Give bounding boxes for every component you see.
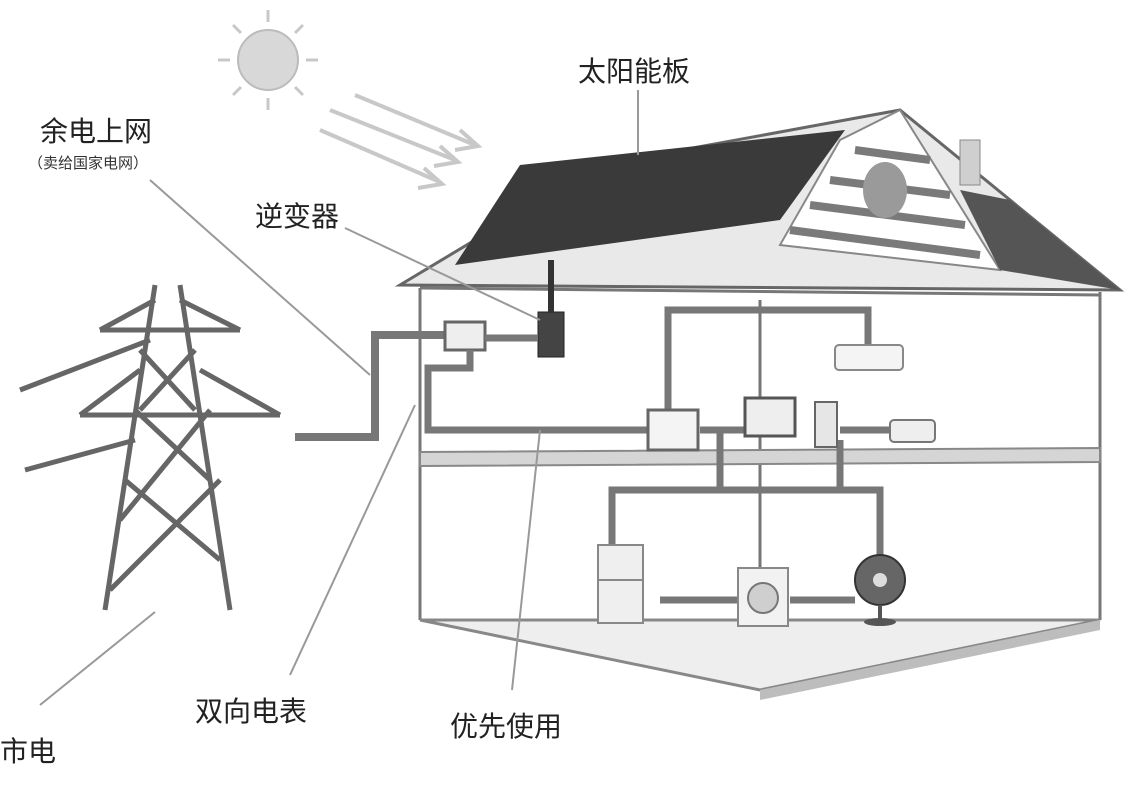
upper-floor (419, 446, 1101, 468)
ground-floor (419, 618, 1101, 692)
air-conditioner-icon (834, 344, 904, 371)
roof-vent (863, 162, 907, 218)
priority-use-label: 优先使用 (450, 710, 563, 743)
bidirectional-meter-label: 双向电表 (195, 695, 308, 728)
power-tower-icon (19, 284, 282, 611)
inverter-box (537, 311, 565, 358)
fridge-icon (597, 544, 644, 624)
tv-icon (646, 408, 700, 452)
radio-icon (889, 419, 936, 443)
sun-icon (218, 10, 318, 110)
computer-icon (743, 396, 838, 448)
inverter-label: 逆变器 (255, 200, 340, 233)
label-leader-lines (39, 90, 639, 706)
meter-box (443, 320, 487, 352)
surplus-to-grid-note: （卖给国家电网） (28, 154, 149, 172)
fan-icon (854, 554, 906, 626)
solar-panel-label: 太阳能板 (578, 55, 691, 88)
surplus-to-grid-label: 余电上网 (40, 115, 153, 148)
grid-wire (295, 331, 455, 441)
house-wiring (424, 306, 890, 604)
washing-machine-icon (737, 567, 789, 627)
city-power-label: 市电 (0, 735, 57, 768)
house-roof (394, 108, 1125, 292)
solar-panel (455, 130, 845, 265)
sunlight-arrows (319, 93, 483, 190)
chimney (959, 139, 981, 186)
